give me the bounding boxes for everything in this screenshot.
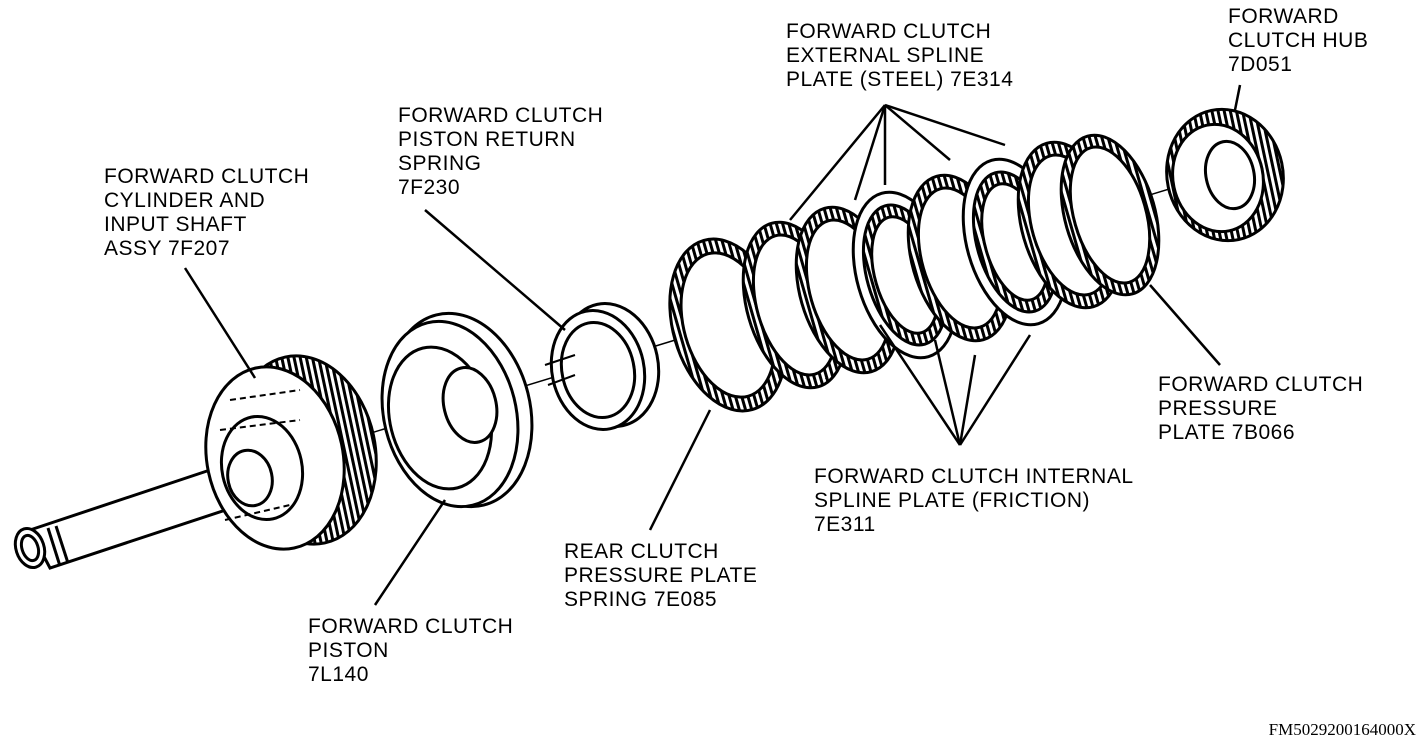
forward-clutch-cylinder	[189, 343, 393, 563]
leader-lines	[185, 85, 1240, 605]
forward-clutch-pressure-plate	[1044, 124, 1176, 306]
figure-id: FM5029200164000X	[1268, 720, 1416, 739]
forward-clutch-piston	[363, 298, 551, 522]
forward-clutch-piston-label: FORWARD CLUTCH PISTON 7L140	[308, 615, 514, 686]
piston-return-spring-label: FORWARD CLUTCH PISTON RETURN SPRING 7F23…	[398, 104, 604, 199]
pressure-plate-label: FORWARD CLUTCH PRESSURE PLATE 7B066	[1158, 373, 1364, 444]
forward-clutch-hub	[1155, 98, 1296, 251]
clutch-hub-label: FORWARD CLUTCH HUB 7D051	[1228, 5, 1369, 76]
rear-clutch-spring-label: REAR CLUTCH PRESSURE PLATE SPRING 7E085	[564, 540, 758, 611]
piston-return-spring	[541, 294, 670, 438]
internal-spline-plate-label: FORWARD CLUTCH INTERNAL SPLINE PLATE (FR…	[814, 465, 1134, 536]
cylinder-input-shaft-label: FORWARD CLUTCH CYLINDER AND INPUT SHAFT …	[104, 165, 310, 260]
external-spline-plate-label: FORWARD CLUTCH EXTERNAL SPLINE PLATE (ST…	[786, 20, 1014, 91]
